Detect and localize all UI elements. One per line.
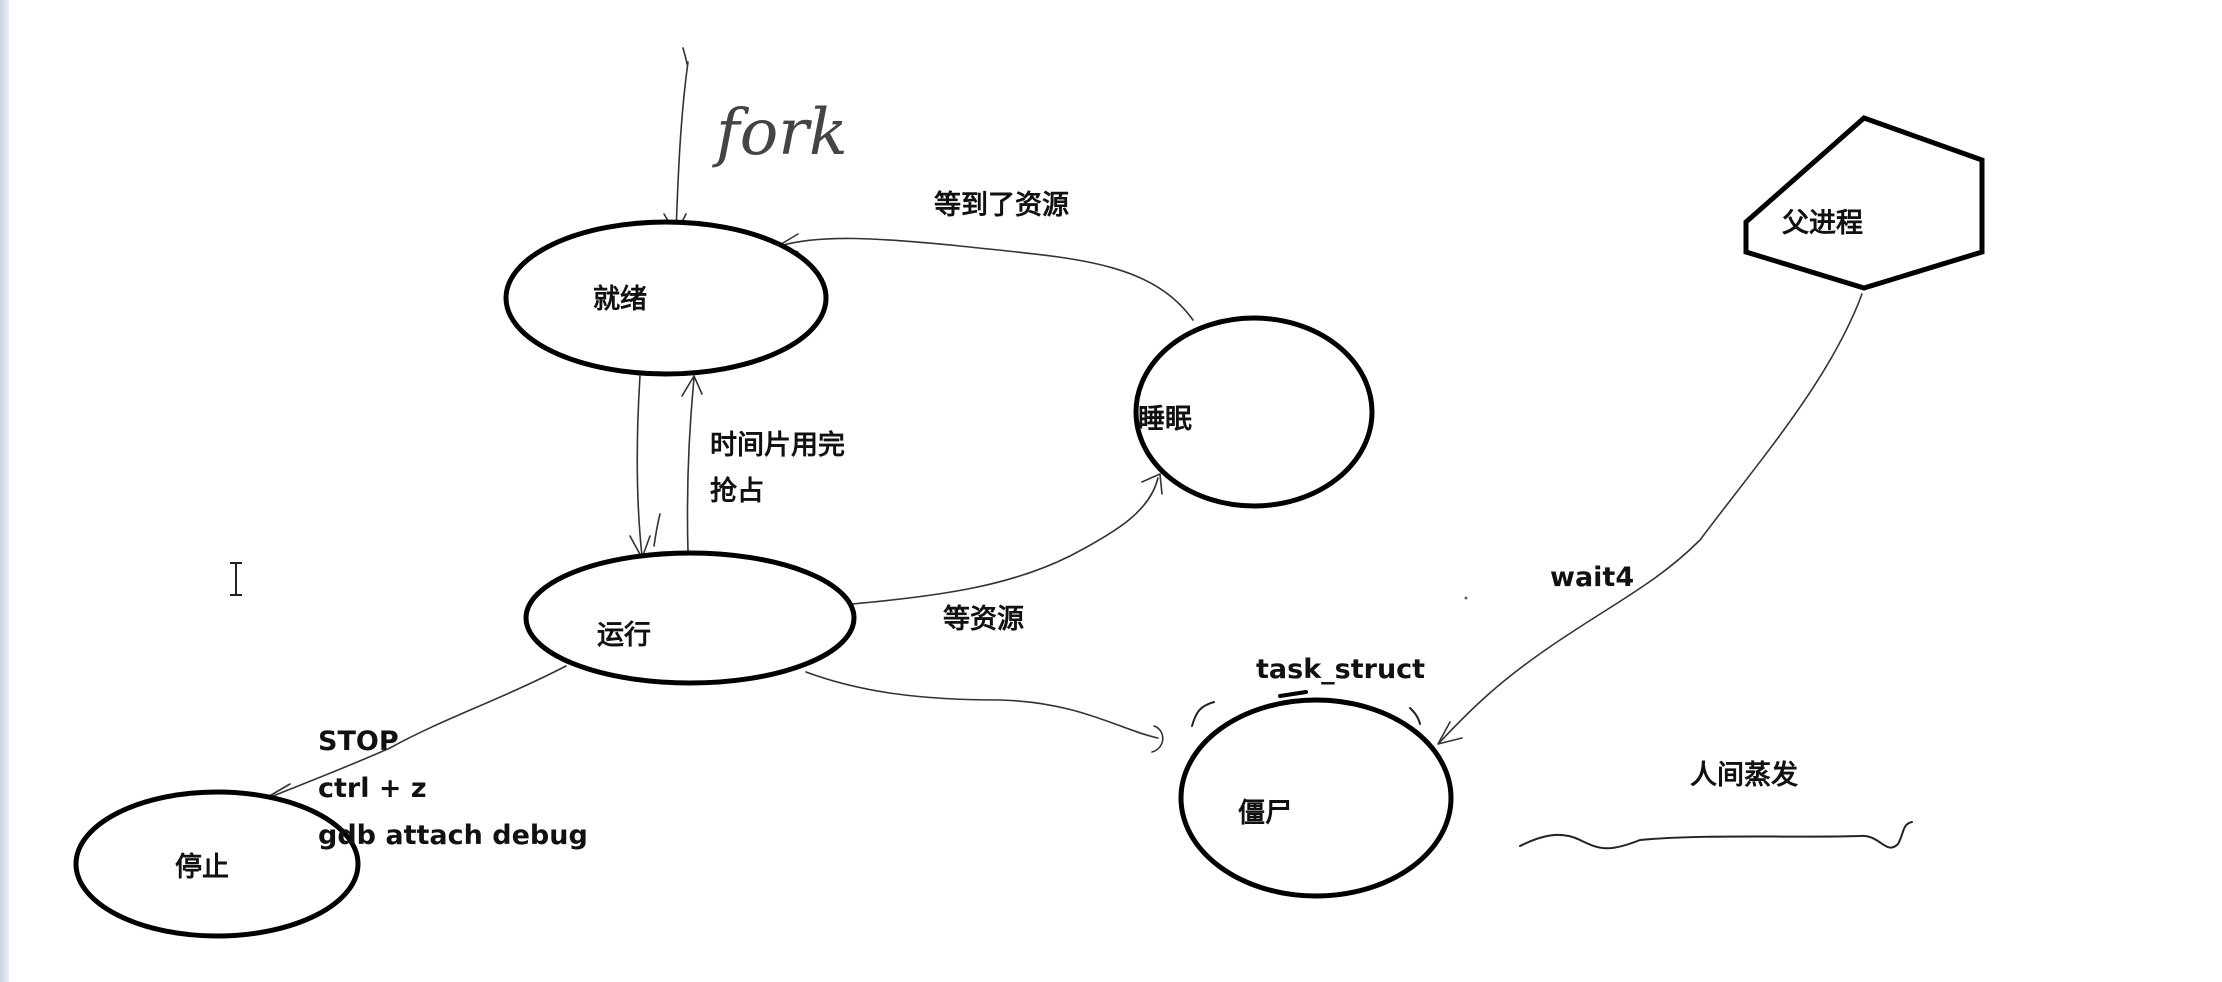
running-to-sleeping-arrow <box>851 473 1163 605</box>
wait4-label: wait4 <box>1550 562 1634 593</box>
stray-dot <box>1464 596 1468 600</box>
running-state-node <box>523 550 857 686</box>
timeslice-used-label: 时间片用完 <box>710 429 845 461</box>
sleeping-state-node <box>1133 315 1375 509</box>
ready-to-running-arrow <box>629 375 651 559</box>
parent-process-label: 父进程 <box>1782 208 1863 239</box>
zombie-state-label: 僵尸 <box>1238 798 1292 829</box>
running-to-ready-arrow <box>653 375 703 553</box>
sleeping-state-label: 睡眠 <box>1138 404 1192 435</box>
fork-arrow <box>663 47 689 235</box>
ready-state-label: 就绪 <box>593 284 647 315</box>
running-to-zombie-arrow <box>805 671 1164 753</box>
text-cursor-icon <box>230 562 242 596</box>
fork-label: fork <box>712 96 848 170</box>
got-resource-label: 等到了资源 <box>934 189 1069 221</box>
wait-resource-label: 等资源 <box>943 603 1024 635</box>
task-struct-marks <box>1191 690 1421 727</box>
gdb-attach-label: gdb attach debug <box>318 820 588 851</box>
evaporate-label: 人间蒸发 <box>1690 759 1798 791</box>
stopped-state-label: 停止 <box>175 851 229 883</box>
task-struct-label: task_struct <box>1256 654 1425 685</box>
parent-process-node <box>1743 115 1985 291</box>
running-state-label: 运行 <box>597 619 651 651</box>
preempt-label: 抢占 <box>710 475 764 507</box>
stopped-state-node <box>73 789 361 939</box>
ctrl-z-label: ctrl + z <box>318 773 427 804</box>
sleeping-to-ready-arrow <box>777 233 1194 321</box>
stop-label: STOP <box>318 726 399 757</box>
evaporate-squiggle <box>1519 821 1913 850</box>
zombie-state-node <box>1178 697 1454 899</box>
window-left-edge <box>0 0 9 982</box>
ready-state-node <box>503 219 829 377</box>
parent-to-zombie-arrow <box>1437 293 1863 745</box>
